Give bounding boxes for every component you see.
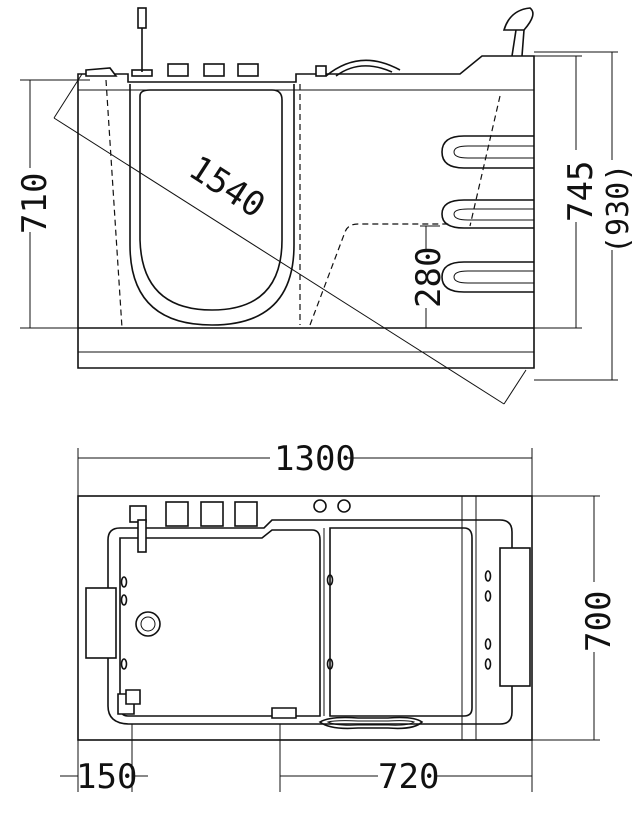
plan-seat-area xyxy=(119,529,321,717)
length-dimension: 1300 xyxy=(77,439,533,496)
diagonal-ext-bottom xyxy=(503,369,527,405)
step-height-label: 280 xyxy=(409,247,449,308)
hand-shower xyxy=(85,7,147,77)
side-handles xyxy=(441,135,534,293)
door-offset-dimension: 150 xyxy=(60,724,148,797)
drain-icon xyxy=(135,611,161,637)
left-height-dimension: 710 xyxy=(15,79,90,329)
diagonal-ext-top xyxy=(53,73,83,119)
plan-foot-well xyxy=(329,527,473,717)
right-dashed-wall xyxy=(469,95,501,227)
headrest-faucet xyxy=(502,7,534,57)
length-label: 1300 xyxy=(274,439,356,479)
faucet-knobs xyxy=(131,63,259,77)
plan-left-pad xyxy=(85,587,117,659)
plan-headrest-pad xyxy=(499,547,531,687)
plan-front-handle xyxy=(318,716,424,730)
diagonal-dimension-label: 1540 xyxy=(182,148,272,226)
door-offset-label: 150 xyxy=(76,757,137,797)
width-label: 700 xyxy=(579,591,619,652)
plan-view: 1300 xyxy=(60,439,619,797)
width-dimension: 700 xyxy=(532,495,619,741)
door-latches xyxy=(117,689,297,719)
whirlpool-jets xyxy=(120,570,492,670)
plan-faucet-controls xyxy=(129,499,351,553)
seat-length-label: 720 xyxy=(378,757,439,797)
seat-length-dimension: 720 xyxy=(279,724,533,797)
door-opening xyxy=(129,84,295,326)
right-height-label: 745 xyxy=(561,161,601,222)
right-height-dimension: 745 (930) xyxy=(534,51,636,381)
left-height-label: 710 xyxy=(15,173,55,234)
inner-contour-dashed xyxy=(105,79,452,329)
side-view: 1540 710 745 (930) 280 xyxy=(15,7,636,405)
plan-inner-basin xyxy=(107,519,513,725)
door-panel xyxy=(139,89,283,311)
total-height-label: (930) xyxy=(601,164,636,254)
step-height-dimension: 280 xyxy=(409,225,449,328)
plan-outer-rim xyxy=(77,495,533,741)
diagonal-dimension-line xyxy=(53,117,505,405)
tub-body-outline xyxy=(77,55,535,369)
pillow-roll xyxy=(315,59,401,77)
